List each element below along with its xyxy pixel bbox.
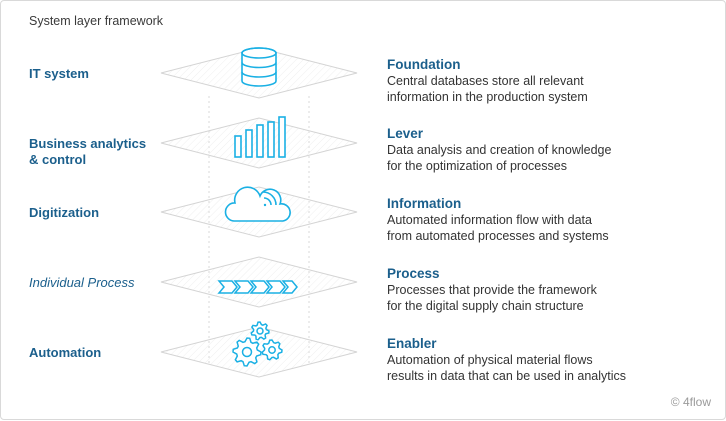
layer-heading: Information	[387, 196, 462, 211]
bar-chart-icon	[234, 116, 286, 158]
cloud-wifi-icon	[224, 186, 291, 222]
layer-heading: Process	[387, 266, 440, 281]
layer-description: Data analysis and creation of knowledge …	[387, 143, 612, 173]
layer-desc-lever: Lever Data analysis and creation of know…	[387, 125, 687, 174]
layer-label-it-system: IT system	[29, 66, 89, 81]
process-chevrons-icon	[217, 280, 298, 294]
database-icon	[241, 47, 277, 87]
layer-description: Automated information flow with data fro…	[387, 213, 609, 243]
layer-desc-information: Information Automated information flow w…	[387, 195, 687, 244]
layer-desc-enabler: Enabler Automation of physical material …	[387, 335, 687, 384]
copyright-text: © 4flow	[670, 395, 711, 409]
diagram-title: System layer framework	[29, 14, 164, 28]
layer-label-automation: Automation	[29, 345, 102, 360]
layer-desc-process: Process Processes that provide the frame…	[387, 265, 687, 314]
layer-heading: Lever	[387, 126, 424, 141]
layer-heading: Enabler	[387, 336, 437, 351]
layer-description: Processes that provide the framework for…	[387, 283, 597, 313]
layer-description: Automation of physical material flows re…	[387, 353, 627, 383]
layer-label-business-analytics: Business analytics & control	[29, 136, 147, 167]
layer-label-individual-process: Individual Process	[29, 275, 135, 290]
gears-icon	[232, 321, 283, 367]
layer-desc-foundation: Foundation Central databases store all r…	[387, 56, 687, 105]
layer-heading: Foundation	[387, 57, 461, 72]
layer-description: Central databases store all relevant inf…	[387, 74, 588, 104]
layer-label-digitization: Digitization	[29, 205, 100, 220]
